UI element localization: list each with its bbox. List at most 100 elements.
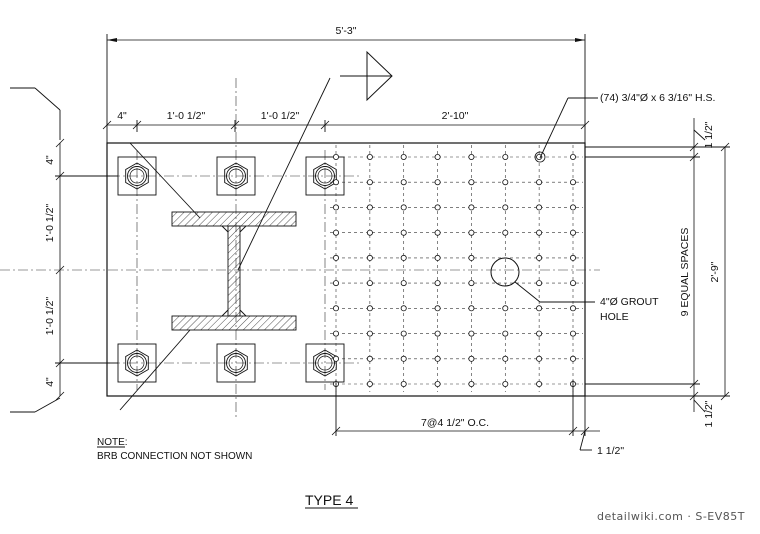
stud-hole <box>502 153 509 160</box>
stud-hole <box>366 355 373 362</box>
stud-hole <box>536 380 543 387</box>
right-spaces-label: 9 EQUAL SPACES <box>679 228 691 317</box>
section-leaders <box>119 77 331 411</box>
hole-callout-text: (74) 3/4"Ø x 6 3/16" H.S. <box>600 92 715 104</box>
top-seg-3-label: 1'-0 1/2" <box>261 110 300 122</box>
stud-hole <box>570 280 577 287</box>
stud-hole <box>536 153 543 160</box>
stud-hole <box>570 153 577 160</box>
wide-flange-section <box>171 211 297 331</box>
left-seg-3-label: 1'-0 1/2" <box>44 297 56 336</box>
stud-hole <box>332 330 339 337</box>
stud-hole <box>468 355 475 362</box>
stud-hole <box>502 305 509 312</box>
stud-hole <box>434 153 441 160</box>
stud-hole <box>502 204 509 211</box>
stud-hole <box>400 254 407 261</box>
stud-hole <box>468 330 475 337</box>
stud-hole <box>468 204 475 211</box>
stud-hole <box>468 229 475 236</box>
stud-hole <box>332 355 339 362</box>
stud-hole <box>502 179 509 186</box>
stud-hole <box>434 179 441 186</box>
stud-hole <box>332 305 339 312</box>
stud-hole <box>332 179 339 186</box>
stud-hole <box>502 229 509 236</box>
stud-hole <box>536 229 543 236</box>
stud-hole <box>570 229 577 236</box>
bottom-spacing-label: 7@4 1/2" O.C. <box>421 417 489 429</box>
note-heading: NOTE: <box>97 437 128 448</box>
stud-hole <box>536 254 543 261</box>
stud-hole <box>366 305 373 312</box>
stud-hole <box>536 330 543 337</box>
stud-hole <box>536 305 543 312</box>
centerlines <box>0 78 600 420</box>
top-seg-4-label: 2'-10" <box>442 110 469 122</box>
grout-callout-line-2: HOLE <box>600 311 629 323</box>
stud-hole <box>400 305 407 312</box>
drawing-title: TYPE 4 <box>305 492 358 509</box>
left-seg-4-label: 4" <box>44 377 56 387</box>
stud-hole <box>366 179 373 186</box>
bottom-edge-label: 1 1/2" <box>597 445 624 457</box>
stud-hole <box>400 280 407 287</box>
stud-hole <box>536 280 543 287</box>
stud-hole <box>434 204 441 211</box>
stud-hole <box>434 229 441 236</box>
stud-hole <box>502 380 509 387</box>
stud-hole <box>468 179 475 186</box>
right-bottom-edge-label: 1 1/2" <box>703 400 715 427</box>
right-top-edge-label: 1 1/2" <box>703 121 715 148</box>
left-seg-1-label: 4" <box>44 155 56 165</box>
stud-hole <box>366 254 373 261</box>
extension-lines <box>106 34 586 143</box>
overall-width-dimension: 5'-3" <box>107 25 585 42</box>
left-seg-2-label: 1'-0 1/2" <box>44 204 56 243</box>
stud-hole <box>502 355 509 362</box>
stud-hole <box>536 179 543 186</box>
stud-hole <box>366 153 373 160</box>
section-cut-marker <box>10 50 393 413</box>
stud-hole <box>400 153 407 160</box>
title-text: TYPE 4 <box>305 492 353 508</box>
stud-hole <box>468 305 475 312</box>
stud-hole <box>400 179 407 186</box>
callout-hole-marker <box>534 151 546 163</box>
stud-hole <box>366 204 373 211</box>
grout-hole: 4"Ø GROUT HOLE <box>490 257 659 323</box>
grout-callout-line-1: 4"Ø GROUT <box>600 296 659 308</box>
stud-hole <box>570 355 577 362</box>
stud-hole <box>366 330 373 337</box>
stud-hole <box>570 204 577 211</box>
left-dimensions: 4" 1'-0 1/2" 1'-0 1/2" 4" <box>44 138 118 401</box>
top-seg-2-label: 1'-0 1/2" <box>167 110 206 122</box>
stud-hole <box>502 330 509 337</box>
stud-hole <box>434 305 441 312</box>
watermark: detailwiki.com · S-EV85T <box>597 510 745 523</box>
stud-hole <box>468 153 475 160</box>
stud-hole <box>570 330 577 337</box>
top-seg-1-label: 4" <box>117 110 127 122</box>
stud-hole <box>366 380 373 387</box>
stud-hole <box>400 355 407 362</box>
stud-hole <box>434 330 441 337</box>
stud-hole <box>332 254 339 261</box>
bottom-dimensions: 7@4 1/2" O.C. 1 1/2" <box>331 380 624 457</box>
stud-hole <box>332 204 339 211</box>
stud-hole <box>434 280 441 287</box>
anchor-bolt <box>117 156 157 196</box>
stud-hole <box>434 380 441 387</box>
stud-hole <box>536 204 543 211</box>
stud-hole <box>468 280 475 287</box>
stud-hole <box>468 254 475 261</box>
stud-hole <box>570 179 577 186</box>
stud-hole <box>332 153 339 160</box>
stud-hole <box>400 330 407 337</box>
anchor-bolt <box>117 343 157 383</box>
stud-hole <box>400 229 407 236</box>
stud-hole <box>400 380 407 387</box>
anchor-bolt <box>216 156 256 196</box>
stud-hole <box>536 355 543 362</box>
stud-hole <box>400 204 407 211</box>
